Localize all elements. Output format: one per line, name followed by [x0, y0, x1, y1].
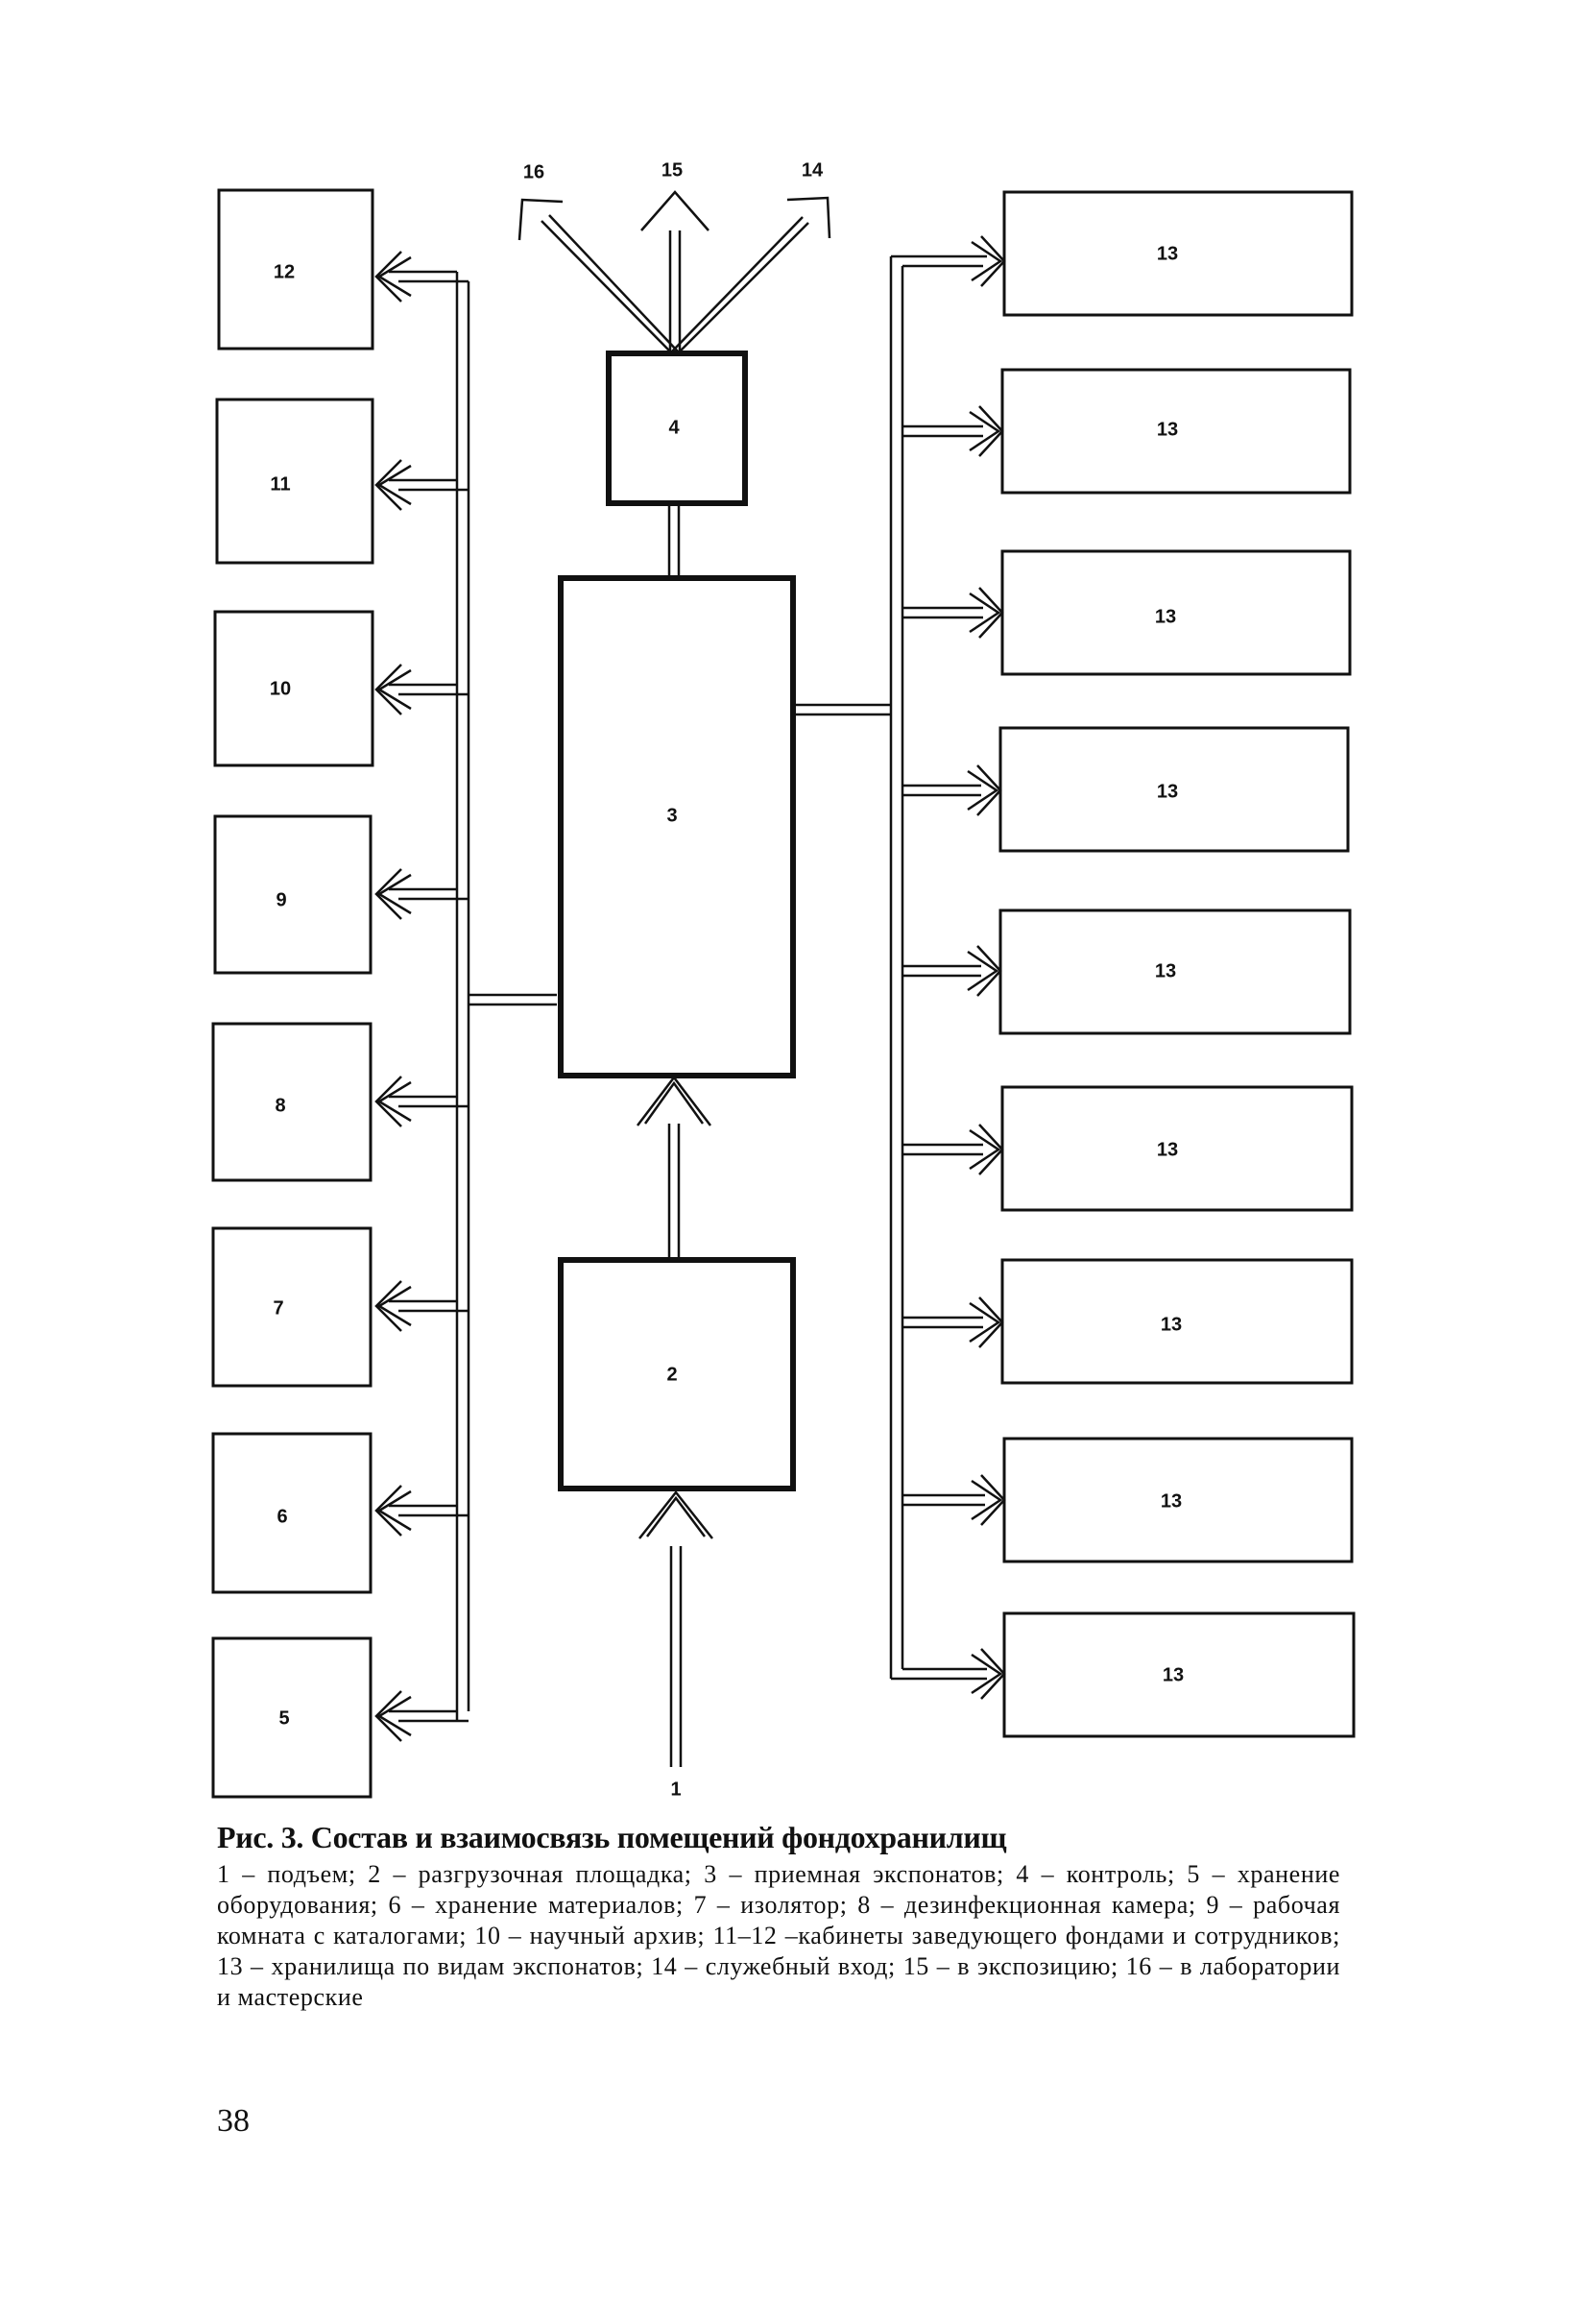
room-label: 13	[1155, 606, 1176, 627]
room-label: 13	[1161, 1314, 1182, 1335]
caption-legend: 1 – подъем; 2 – разгрузочная площадка; 3…	[217, 1860, 1340, 2011]
room-label: 5	[278, 1707, 289, 1729]
arrow-to-storage	[902, 405, 1004, 457]
arrow-to-12	[374, 251, 469, 303]
arrow-to-8	[374, 1076, 469, 1127]
figure-caption: Рис. 3. Состав и взаимосвязь помещений ф…	[217, 1820, 1340, 2013]
storage-rooms: 13 13 13 13 13 13 13 13	[891, 190, 1356, 1738]
exposition-exit-label: 15	[661, 159, 683, 181]
arrow-to-storage	[902, 945, 1002, 997]
room-box-7: 7	[211, 1226, 373, 1388]
arrow-to-storage	[902, 1474, 1006, 1526]
room-box-9: 9	[213, 814, 373, 975]
unloading-box: 2	[558, 1257, 796, 1491]
control-box: 4	[606, 351, 748, 506]
room-label: 12	[274, 261, 295, 282]
arrow-to-10	[374, 664, 469, 715]
room-box-8: 8	[211, 1022, 373, 1182]
arrow-to-exposition	[640, 190, 709, 351]
room-label: 13	[1161, 1490, 1182, 1512]
left-connector-bus	[455, 272, 557, 1721]
arrow-to-storage	[902, 1296, 1004, 1348]
storage-box: 13	[1000, 549, 1352, 676]
room-label: 13	[1155, 960, 1176, 981]
room-label: 9	[276, 889, 286, 910]
storage-box: 13	[1000, 368, 1352, 495]
left-rooms: 12 11 10 9 8 7 6 5	[211, 188, 469, 1799]
right-connector-bus	[793, 256, 904, 1679]
left-arrows	[374, 251, 469, 1742]
control-label: 4	[668, 417, 680, 438]
entry-label: 1	[670, 1779, 681, 1800]
arrow-to-5	[374, 1690, 469, 1742]
arrow-entry-to-unloading	[638, 1489, 713, 1767]
arrow-to-service	[671, 196, 831, 352]
room-box-11: 11	[215, 398, 374, 565]
exit-arrows	[517, 190, 831, 352]
storage-box: 13	[1002, 190, 1354, 317]
storage-box: 13	[1002, 1611, 1356, 1738]
arrow-to-labs	[517, 198, 679, 352]
room-box-12: 12	[217, 188, 374, 351]
arrow-to-storage	[902, 587, 1004, 639]
room-label: 13	[1157, 243, 1178, 264]
arrow-to-storage	[902, 1124, 1004, 1175]
caption-title: Рис. 3. Состав и взаимосвязь помещений ф…	[217, 1820, 1007, 1854]
arrow-unloading-to-reception	[637, 1075, 711, 1260]
storage-box: 13	[1002, 1437, 1354, 1563]
storage-box: 13	[998, 908, 1352, 1035]
arrow-to-storage	[902, 764, 1002, 816]
room-label: 10	[270, 678, 291, 699]
right-arrows	[891, 235, 1006, 1700]
reception-label: 3	[666, 805, 677, 826]
room-box-10: 10	[213, 610, 374, 767]
room-box-6: 6	[211, 1432, 373, 1594]
center-connectors	[667, 503, 681, 578]
room-label: 6	[277, 1506, 287, 1527]
arrow-to-11	[374, 459, 469, 511]
room-label: 13	[1157, 781, 1178, 802]
arrow-to-storage	[891, 235, 1006, 287]
arrow-to-9	[374, 868, 469, 920]
reception-box: 3	[558, 575, 796, 1078]
unloading-label: 2	[666, 1364, 677, 1385]
arrow-to-7	[374, 1280, 469, 1332]
room-label: 8	[275, 1095, 285, 1116]
service-exit-label: 14	[802, 159, 824, 181]
arrow-to-6	[374, 1485, 469, 1537]
room-label: 7	[273, 1297, 283, 1319]
storage-box: 13	[1000, 1258, 1354, 1385]
room-label: 11	[270, 473, 290, 495]
labs-exit-label: 16	[523, 161, 544, 182]
storage-box: 13	[998, 726, 1350, 853]
room-label: 13	[1163, 1664, 1184, 1685]
page-number: 38	[217, 2103, 250, 2139]
room-label: 13	[1157, 419, 1178, 440]
arrow-to-storage	[891, 1648, 1006, 1700]
room-label: 13	[1157, 1139, 1178, 1160]
room-relationship-diagram: 12 11 10 9 8 7 6 5	[211, 159, 1356, 1800]
storage-box: 13	[1000, 1085, 1354, 1212]
room-box-5: 5	[211, 1636, 373, 1799]
